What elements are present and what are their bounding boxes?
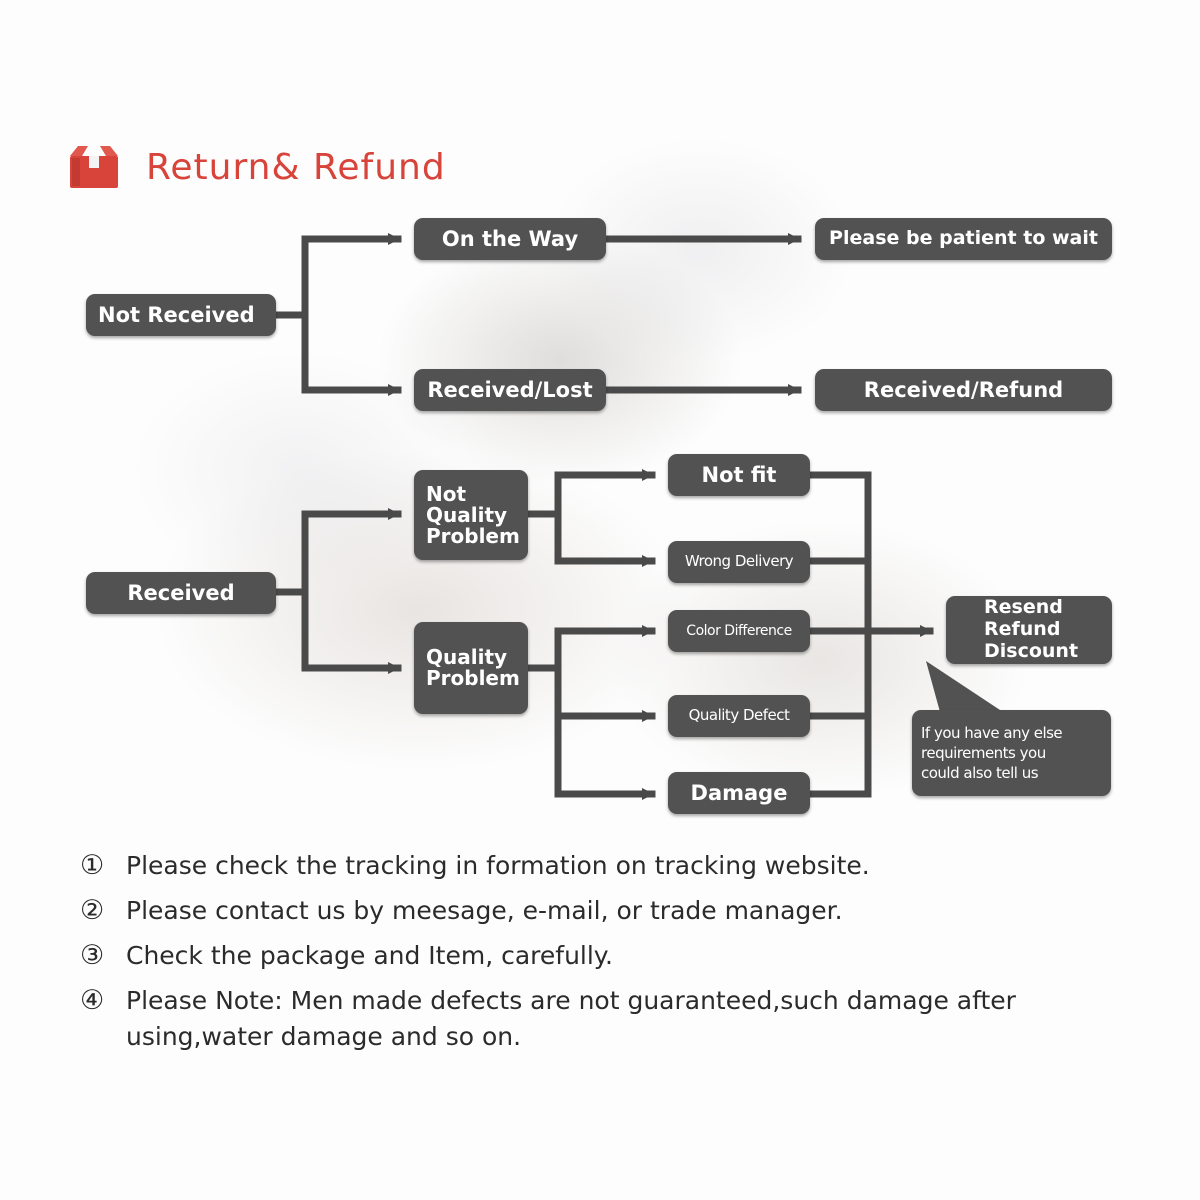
node-quality-problem: Quality Problem — [414, 622, 528, 714]
note-item: ③ Check the package and Item, carefully. — [80, 938, 1140, 974]
note-item: ② Please contact us by meesage, e-mail, … — [80, 893, 1140, 929]
node-not-quality-problem: Not Quality Problem — [414, 470, 528, 560]
node-resolution-line: Resend — [984, 596, 1063, 619]
note-text: Please contact us by meesage, e-mail, or… — [126, 896, 843, 925]
connector-qp-defect — [554, 664, 656, 722]
callout-pointer — [926, 661, 1000, 712]
callout-line: If you have any else — [921, 723, 1063, 742]
node-quality-problem-line: Quality — [426, 645, 508, 669]
node-resolution-line: Refund — [984, 618, 1061, 641]
note-text: Please check the tracking in formation o… — [126, 851, 870, 880]
connector-received-quality — [301, 588, 402, 674]
node-received: Received — [86, 572, 276, 614]
connector-received — [272, 508, 402, 596]
node-not-quality-problem-line: Not — [426, 481, 467, 506]
page-title: Return& Refund — [146, 146, 446, 188]
connector-qp-damage — [554, 712, 656, 800]
node-not-quality-problem-line: Quality — [426, 502, 508, 527]
node-quality-problem-line: Problem — [426, 666, 520, 690]
note-marker: ③ — [80, 940, 105, 971]
node-resolution: Resend Refund Discount — [946, 596, 1112, 664]
node-not-quality-problem-line: Problem — [426, 523, 520, 548]
node-not-fit: Not fit — [668, 454, 810, 496]
note-marker: ① — [80, 850, 105, 881]
note-text: Please Note: Men made defects are not gu… — [126, 986, 1016, 1051]
note-marker: ② — [80, 895, 105, 926]
note-item: ① Please check the tracking in formation… — [80, 848, 1140, 884]
note-text: Check the package and Item, carefully. — [126, 941, 613, 970]
callout-line: requirements you — [921, 743, 1046, 762]
connector-nqp — [524, 469, 656, 518]
node-wrong-delivery: Wrong Delivery — [668, 541, 810, 583]
note-marker: ④ — [80, 985, 105, 1016]
node-please-wait: Please be patient to wait — [815, 218, 1112, 260]
callout-extra-requirements: If you have any else requirements you co… — [912, 710, 1111, 796]
connector-not-received — [272, 233, 402, 319]
node-not-received: Not Received — [86, 294, 276, 336]
header: Return& Refund — [68, 142, 446, 192]
notes-list: ① Please check the tracking in formation… — [80, 848, 1140, 1064]
connector-not-received-lost — [301, 311, 402, 396]
node-damage: Damage — [668, 772, 810, 814]
box-icon — [70, 146, 118, 188]
node-on-the-way: On the Way — [414, 218, 606, 260]
node-resolution-line: Discount — [984, 639, 1079, 662]
note-item: ④ Please Note: Men made defects are not … — [80, 983, 1140, 1055]
node-color-difference: Color Difference — [668, 610, 810, 652]
callout-line: could also tell us — [921, 764, 1039, 783]
node-received-lost: Received/Lost — [414, 369, 606, 411]
connector-nqp-wrong — [554, 510, 656, 567]
node-quality-defect: Quality Defect — [668, 695, 810, 737]
node-received-refund: Received/Refund — [815, 369, 1112, 411]
connector-qp — [524, 625, 656, 672]
